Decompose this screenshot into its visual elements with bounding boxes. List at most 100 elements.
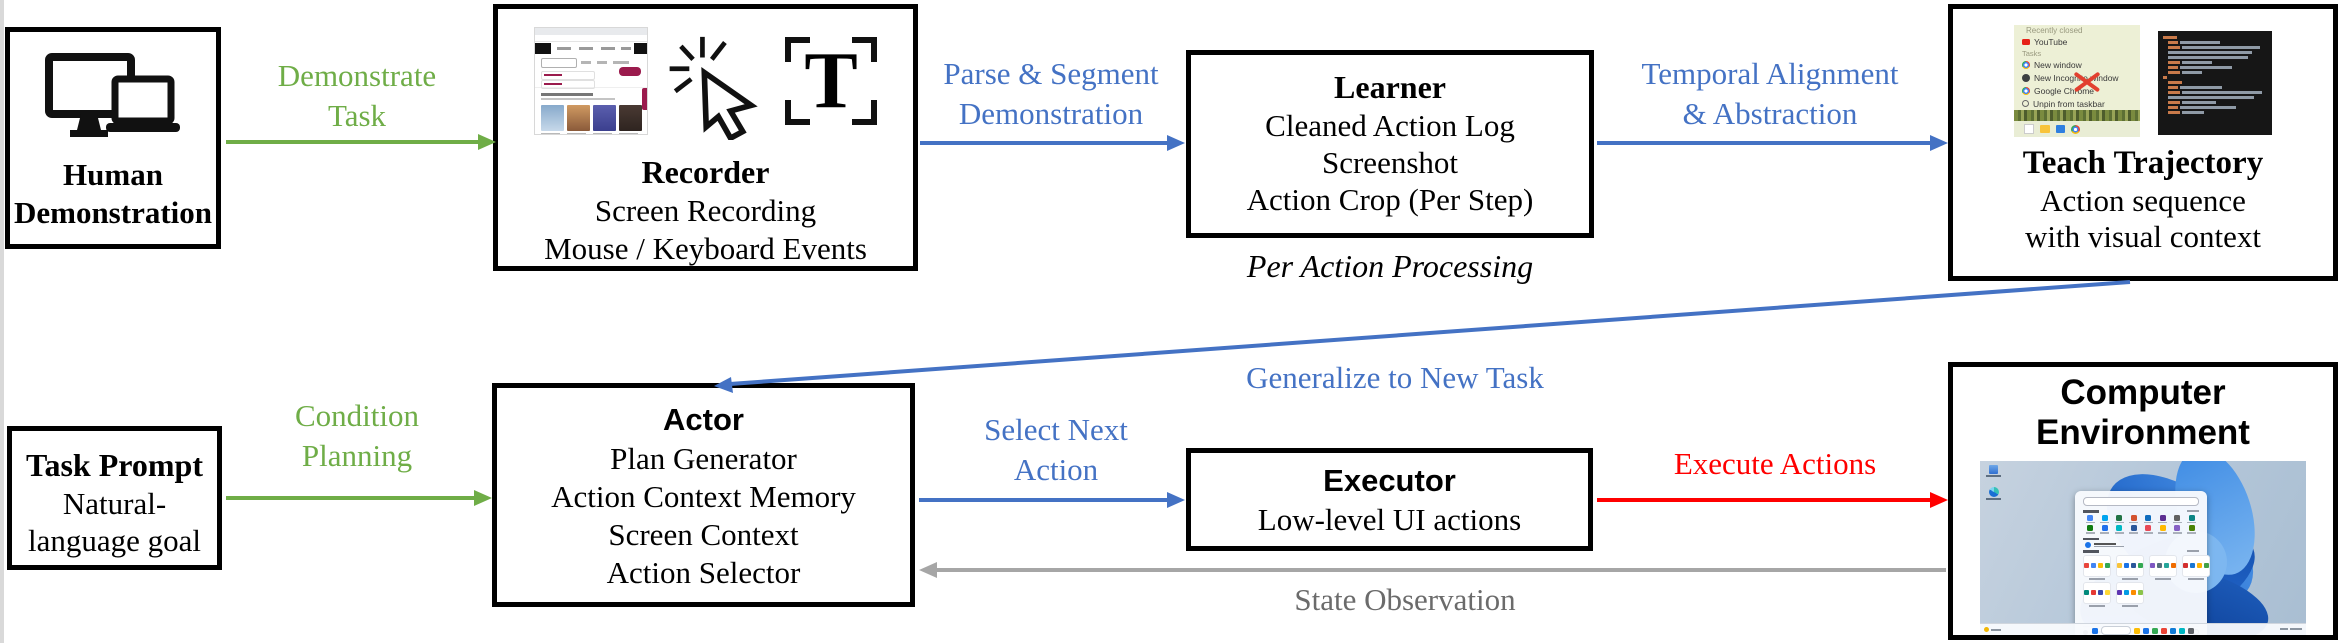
code-line [2168, 101, 2267, 104]
code-line [2163, 76, 2267, 79]
start-search-bar [2083, 497, 2199, 506]
app-icon [2127, 525, 2142, 534]
edge-icon [1986, 487, 2001, 500]
app-group-tile [2083, 554, 2111, 580]
action-log-code-screenshot [2158, 31, 2272, 135]
app-group-tile [2116, 581, 2144, 607]
code-line [2168, 66, 2267, 69]
taskbar-app-icon [2143, 627, 2149, 634]
app-category-tiles [2083, 554, 2210, 580]
menu-item-unpin: Unpin from taskbar [2033, 98, 2105, 109]
task-prompt-line2: language goal [27, 523, 201, 558]
code-line [2168, 56, 2267, 59]
code-line [2168, 111, 2267, 114]
condition-planning-label: Condition Planning [294, 398, 419, 473]
code-line [2168, 106, 2267, 109]
generalize-label: Generalize to New Task [1246, 360, 1544, 395]
recommended-item [2085, 542, 2199, 548]
mouse-click-icon [669, 36, 758, 140]
pinned-apps-grid [2083, 514, 2200, 536]
unpin-icon [2022, 100, 2029, 107]
context-menu-screenshot: Recently closed YouTube Tasks New window… [2014, 25, 2140, 137]
taskbar-app-icon [2170, 627, 2176, 634]
app-icon [2112, 525, 2127, 534]
code-line [2168, 46, 2267, 49]
page-edge-line [0, 0, 4, 643]
state-observation-label: State Observation [1294, 582, 1516, 617]
teach-trajectory-line1: Action sequence [2040, 183, 2246, 218]
menu-section-tasks: Tasks [2022, 48, 2042, 58]
demonstrate-task-label: Demonstrate Task [277, 58, 437, 133]
app-group-tile [2149, 554, 2177, 580]
actor-line3: Screen Context [608, 517, 799, 552]
learner-title: Learner [1334, 69, 1446, 105]
monitor-laptop-icon [45, 53, 180, 137]
recorder-title: Recorder [641, 154, 770, 190]
actor-line1: Plan Generator [610, 441, 797, 476]
app-icon [2083, 514, 2098, 523]
app-icon [2098, 525, 2113, 534]
app-icon [2156, 514, 2171, 523]
human-demo-title-line1: Human [63, 157, 163, 192]
teach-trajectory-box: Recently closed YouTube Tasks New window… [1948, 4, 2338, 281]
start-menu-panel [2075, 491, 2210, 635]
select-next-action-label: Select Next Action [984, 412, 1128, 487]
temporal-alignment-label: Temporal Alignment & Abstraction [1641, 56, 1899, 131]
menu-header: Recently closed [2026, 26, 2083, 35]
app-category-tiles [2083, 581, 2199, 607]
app-icon [2112, 514, 2127, 523]
actor-box: Actor Plan Generator Action Context Memo… [492, 383, 915, 607]
recorder-icons-row: T [534, 27, 877, 140]
taskbar-app-icon [2188, 627, 2194, 634]
menu-item-incognito: New Incognito window [2034, 72, 2119, 83]
execute-actions-label: Execute Actions [1673, 446, 1877, 481]
code-line [2168, 81, 2267, 84]
app-icon [2170, 525, 2185, 534]
menu-item-google-chrome: Google Chrome [2034, 85, 2095, 96]
recorder-box: T Recorder Screen Recording Mouse / Keyb… [493, 4, 918, 271]
menu-item-new-window: New window [2034, 59, 2082, 70]
human-demonstration-box: Human Demonstration [5, 27, 221, 249]
code-line [2168, 86, 2267, 89]
teach-trajectory-line2: with visual context [2025, 219, 2261, 254]
executor-box: Executor Low-level UI actions [1186, 448, 1593, 551]
browser-screenshot-thumbnail [534, 27, 648, 135]
app-icon [2141, 514, 2156, 523]
red-cross-mark [2072, 69, 2102, 95]
executor-line1: Low-level UI actions [1257, 502, 1522, 537]
taskbar-app-icon [2134, 627, 2140, 634]
human-demo-title-line2: Demonstration [13, 195, 213, 230]
taskbar-app-icon [2161, 627, 2167, 634]
text-capture-icon: T [785, 37, 877, 125]
chrome-icon [2022, 60, 2030, 69]
actor-title: Actor [663, 402, 744, 437]
app-icon [2098, 514, 2113, 523]
learner-line3: Action Crop (Per Step) [1246, 182, 1534, 217]
youtube-icon [2022, 38, 2030, 45]
app-icon [2170, 514, 2185, 523]
incognito-icon [2022, 73, 2030, 82]
windows-desktop-screenshot [1980, 461, 2306, 635]
recycle-bin-icon [1986, 465, 2001, 477]
app-icon [2185, 514, 2200, 523]
text-capture-glyph: T [804, 36, 858, 125]
task-prompt-box: Task Prompt Natural- language goal [7, 426, 222, 570]
code-line [2163, 36, 2267, 39]
app-icon [2127, 514, 2142, 523]
code-line [2168, 71, 2267, 74]
menu-item-youtube: YouTube [2034, 36, 2068, 47]
learner-line2: Screenshot [1321, 145, 1459, 180]
taskbar-app-icon [2179, 627, 2185, 634]
per-action-processing-caption: Per Action Processing [1246, 248, 1534, 284]
app-group-tile [2116, 554, 2144, 580]
code-line [2168, 91, 2267, 94]
computer-environment-title: Computer Environment [2036, 373, 2250, 452]
learner-line1: Cleaned Action Log [1265, 108, 1515, 143]
recorder-line2: Mouse / Keyboard Events [544, 231, 867, 266]
code-line [2168, 41, 2267, 44]
actor-line2: Action Context Memory [551, 479, 856, 514]
chrome-icon [2022, 86, 2030, 95]
teach-trajectory-thumbnails: Recently closed YouTube Tasks New window… [2014, 25, 2272, 137]
learner-box: Learner Cleaned Action Log Screenshot Ac… [1186, 50, 1594, 238]
app-group-tile [2083, 581, 2111, 607]
